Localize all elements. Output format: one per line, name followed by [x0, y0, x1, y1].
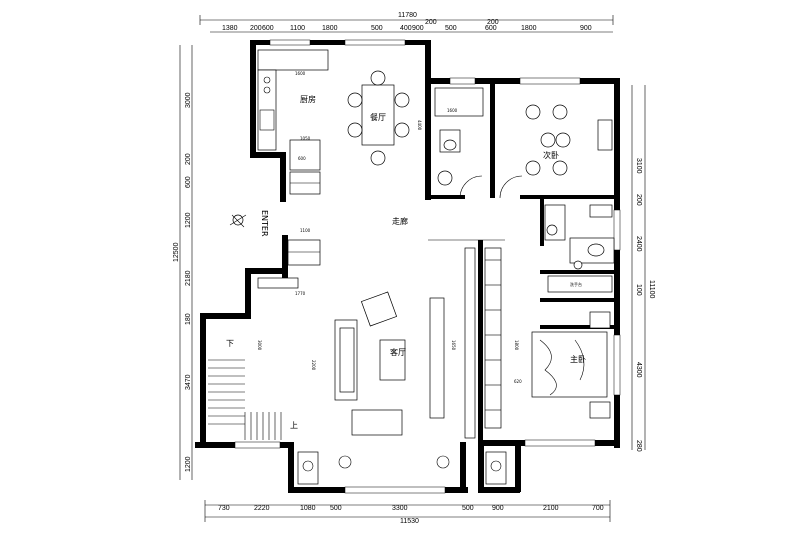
- master-bedroom: 主卧 620 1800: [484, 247, 611, 429]
- top-seg-5: 1800: [322, 25, 338, 32]
- top-upper-200-b: 200: [487, 19, 499, 26]
- living-dim-4: 1650: [451, 340, 456, 351]
- kitchen-dim-2: 1050: [300, 136, 311, 141]
- right-seg-4: 100: [635, 284, 642, 296]
- top-seg-6: 500: [371, 25, 383, 32]
- left-seg-3: 600: [185, 176, 192, 188]
- kitchen-dim-1: 1600: [295, 71, 306, 76]
- top-upper-200-a: 200: [425, 19, 437, 26]
- stair-down-label: 下: [226, 339, 234, 348]
- top-seg-8: 900: [412, 25, 424, 32]
- right-total-dim: 11100: [648, 280, 655, 299]
- dining-area: 餐厅 4400: [347, 70, 422, 166]
- top-seg-3: 600: [262, 25, 274, 32]
- balcony-units: [297, 451, 507, 485]
- top-seg-12: 900: [580, 25, 592, 32]
- second-bedroom-label: 次卧: [543, 150, 559, 160]
- left-seg-1: 3000: [185, 92, 192, 108]
- entry-dim: 1100: [300, 228, 311, 233]
- top-dimensions: 11780 200 200 1380 200 600 1100 1800 500…: [199, 12, 614, 33]
- living-dim-2: 2200: [311, 360, 316, 371]
- right-dimensions: 3100 200 2400 100 4300 280 11100: [631, 85, 655, 452]
- stairs: 下 上: [208, 339, 298, 440]
- right-seg-3: 2400: [635, 236, 642, 252]
- entry-area: ENTER 1100: [229, 210, 321, 289]
- left-seg-5: 2180: [185, 270, 192, 286]
- bathroom-1: 1600: [434, 87, 523, 199]
- bottom-dimensions: 730 2220 1080 500 3300 500 900 2100 700 …: [204, 500, 611, 525]
- bathroom-2: 洗手台: [544, 204, 615, 293]
- left-seg-4: 1200: [185, 212, 192, 228]
- master-dim-2: 1800: [514, 340, 519, 351]
- kitchen: 厨房 1600 1050 600: [257, 49, 329, 195]
- top-seg-2: 200: [250, 25, 262, 32]
- right-seg-1: 3100: [635, 158, 642, 174]
- living-label: 客厅: [390, 347, 406, 357]
- bottom-seg-7: 900: [492, 505, 504, 512]
- bottom-seg-8: 2100: [543, 505, 559, 512]
- wash-basin-label: 洗手台: [570, 281, 582, 287]
- kitchen-label: 厨房: [300, 94, 316, 104]
- bottom-total-dim: 11530: [400, 518, 419, 525]
- bottom-seg-5: 3300: [392, 505, 408, 512]
- dining-label: 餐厅: [370, 113, 386, 122]
- bottom-seg-3: 1080: [300, 505, 316, 512]
- bottom-seg-2: 2220: [254, 505, 270, 512]
- left-dimensions: 12500 3000 200 600 1200 2180 180 3470 12…: [173, 45, 193, 480]
- top-seg-4: 1100: [290, 25, 305, 32]
- bath1-dim: 1600: [447, 108, 458, 113]
- left-seg-2: 200: [185, 153, 192, 165]
- right-seg-2: 200: [635, 194, 642, 206]
- top-seg-11: 1800: [521, 25, 537, 32]
- top-seg-10: 600: [485, 25, 497, 32]
- bottom-seg-4: 500: [330, 505, 342, 512]
- top-seg-9: 500: [445, 25, 457, 32]
- windows: [234, 39, 621, 494]
- top-seg-7: 400: [400, 25, 412, 32]
- master-bedroom-label: 主卧: [570, 354, 586, 364]
- right-seg-5: 4300: [635, 362, 642, 378]
- left-total-dim: 12500: [173, 242, 180, 262]
- entry-label: ENTER: [260, 210, 269, 237]
- bottom-seg-1: 730: [218, 505, 230, 512]
- top-seg-1: 1380: [222, 25, 238, 32]
- stair-up-label: 上: [290, 421, 298, 430]
- living-dim-3: 3000: [257, 340, 262, 351]
- corridor-label: 走廊: [392, 216, 408, 226]
- bottom-seg-6: 500: [462, 505, 474, 512]
- dining-dim: 4400: [417, 120, 422, 131]
- left-seg-6: 180: [185, 313, 192, 325]
- left-seg-8: 1200: [185, 456, 192, 472]
- master-dim-1: 620: [514, 379, 522, 384]
- second-bedroom: 次卧: [525, 104, 613, 176]
- top-total-dim: 11780: [398, 12, 417, 19]
- kitchen-dim-3: 600: [298, 156, 306, 161]
- living-room: 客厅 1770 2200 3000 1650: [257, 247, 476, 469]
- right-seg-6: 280: [635, 440, 642, 452]
- living-dim-1: 1770: [295, 291, 306, 296]
- left-seg-7: 3470: [185, 374, 192, 390]
- bottom-seg-9: 700: [592, 505, 604, 512]
